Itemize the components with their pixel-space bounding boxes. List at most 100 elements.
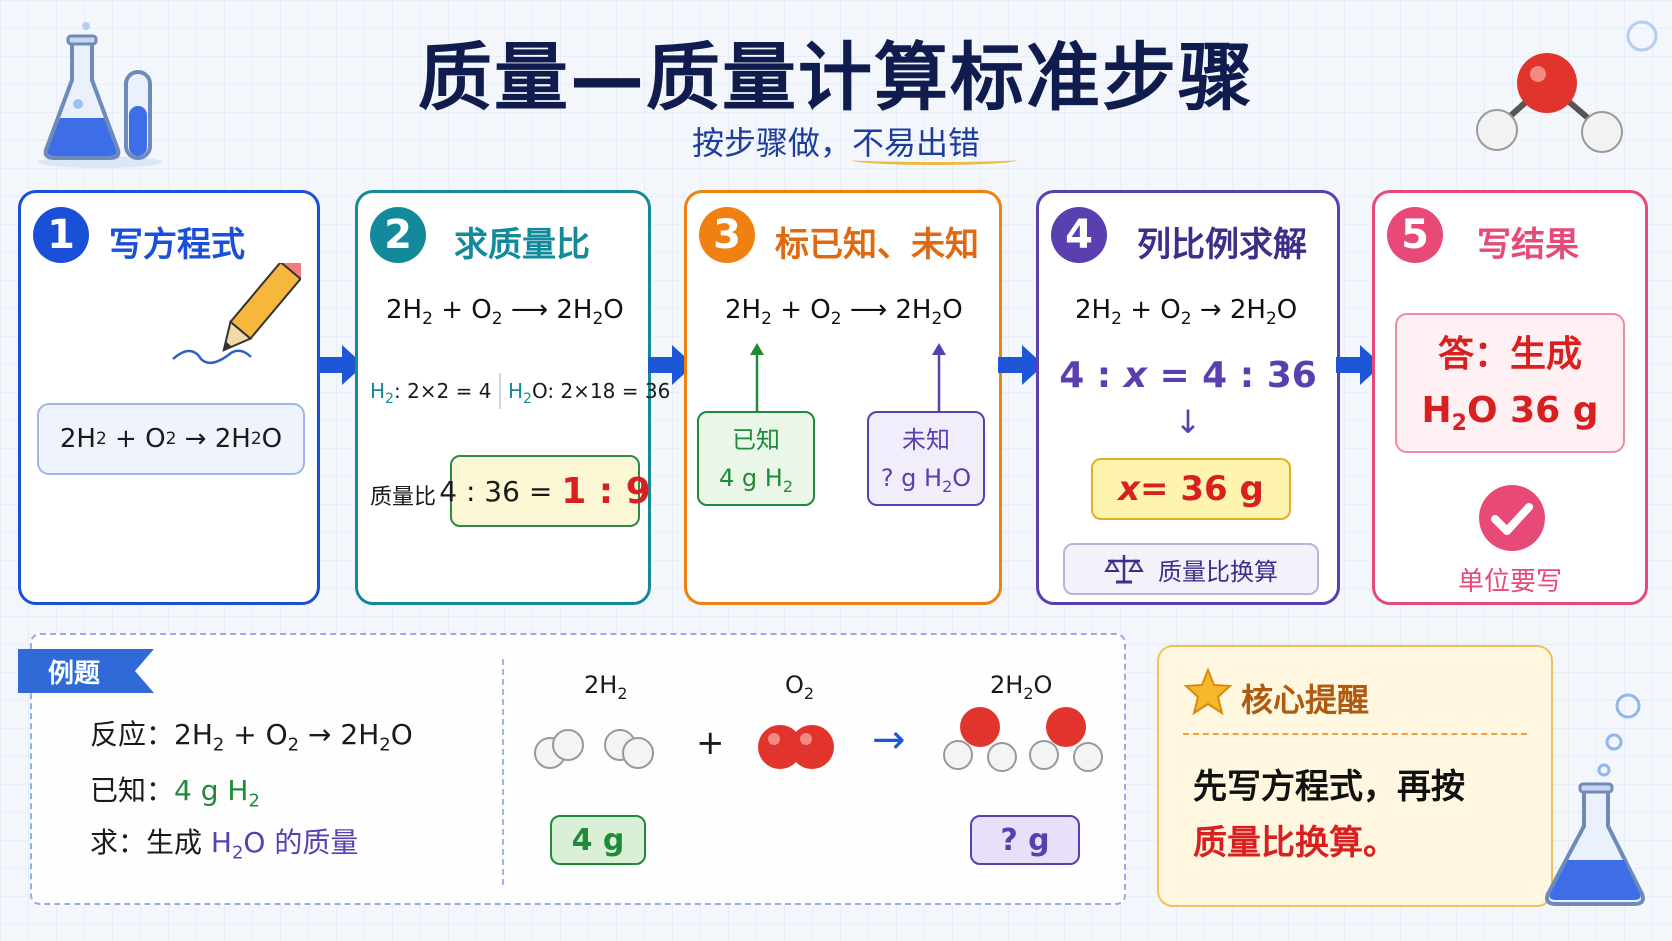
mol-term: O xyxy=(785,671,804,699)
eq-term: 2H xyxy=(174,718,213,751)
answer-box: 答：生成 H2O 36 g xyxy=(1395,313,1625,453)
label-h2: 2H2 xyxy=(584,671,628,703)
answer-line-1: 答：生成 xyxy=(1437,334,1582,375)
eq-arrow: ⟶ xyxy=(510,295,549,325)
flow-arrow-3 xyxy=(998,345,1044,385)
step-number-4: 4 xyxy=(1051,207,1107,263)
eq-plus: + xyxy=(115,424,137,454)
solution-value: = 36 g xyxy=(1140,469,1264,509)
eq-sub: 2 xyxy=(250,429,262,449)
eq-term: O xyxy=(471,295,492,325)
calc-divider xyxy=(499,373,501,409)
eq-sub: 2 xyxy=(422,309,433,330)
reminder-line-1: 先写方程式，再按 xyxy=(1193,767,1465,807)
proportion-x: x xyxy=(1123,355,1147,396)
eq-arrow: → xyxy=(1199,295,1222,325)
step4-equation: 2H2 + O2 → 2H2O xyxy=(1075,295,1297,329)
calc-sub: 2 xyxy=(385,391,394,407)
eq-sub: 2 xyxy=(95,429,107,449)
mol-sub: 2 xyxy=(617,683,628,703)
ask-term: H xyxy=(210,826,232,859)
calc-rest: : 2×2 = 4 xyxy=(393,379,492,403)
page-subtitle: 按步骤做，不易出错 xyxy=(691,124,980,162)
ask-tail: O xyxy=(243,826,266,859)
eq-term: 2H xyxy=(340,718,380,751)
flask-icon xyxy=(38,22,162,168)
conversion-label: 质量比换算 xyxy=(1158,557,1278,586)
eq-term: O xyxy=(810,295,831,325)
eq-term: O xyxy=(1160,295,1181,325)
example-known: 已知：4 g H2 xyxy=(90,769,260,812)
check-icon xyxy=(1479,485,1545,551)
ask-label: 求：生成 xyxy=(90,826,211,859)
water-molecule-icon xyxy=(1476,53,1623,153)
answer-sub: 2 xyxy=(1451,411,1467,437)
answer-term: H xyxy=(1421,390,1452,431)
solution-x: x xyxy=(1118,469,1141,509)
known-sub: 2 xyxy=(782,476,793,496)
beaker-icon xyxy=(1545,693,1645,906)
reminder-separator xyxy=(1183,733,1527,735)
calc-sub: 2 xyxy=(523,391,532,407)
unknown-label: 未知 xyxy=(902,426,950,454)
eq-plus: + xyxy=(441,295,463,325)
known-tag: 已知 4 g H2 xyxy=(697,411,815,506)
proportion-left: 4 : xyxy=(1059,355,1124,396)
unknown-tail: O xyxy=(952,464,972,492)
reminder-line-2: 质量比换算。 xyxy=(1193,823,1397,863)
unknown-pointer-arrow xyxy=(932,343,946,413)
step-title-3: 标已知、未知 xyxy=(775,225,979,265)
reaction-arrow: → xyxy=(872,717,906,763)
calc-term: H xyxy=(370,379,386,403)
reminder-text: 先写方程式，再按 质量比换算。 xyxy=(1193,759,1465,871)
known-label: 已知 xyxy=(732,426,780,454)
step3-equation: 2H2 + O2 ⟶ 2H2O xyxy=(725,295,963,329)
calc-term: H xyxy=(508,379,524,403)
step-card-4: 4 列比例求解 2H2 + O2 → 2H2O 4 : x = 4 : 36 ↓… xyxy=(1036,190,1340,605)
eq-arrow: ⟶ xyxy=(849,295,888,325)
step-card-3: 3 标已知、未知 2H2 + O2 ⟶ 2H2O 已知 4 g H2 未知 ? … xyxy=(684,190,1002,605)
step2-equation: 2H2 + O2 ⟶ 2H2O xyxy=(386,295,624,329)
eq-term: 2H xyxy=(725,295,762,325)
flow-arrow-4 xyxy=(1336,345,1382,385)
ratio-left: 4 : 36 = xyxy=(439,474,553,508)
mol-term: 2H xyxy=(584,671,618,699)
eq-term: 2H xyxy=(59,424,96,454)
proportion-right: = 4 : 36 xyxy=(1146,355,1317,396)
ratio-label: 质量比 xyxy=(370,485,437,510)
down-arrow: ↓ xyxy=(1174,403,1202,441)
eq-sub: 2 xyxy=(1180,309,1192,330)
flow-arrow-2 xyxy=(648,345,694,385)
mol-tail: O xyxy=(1033,671,1053,699)
eq-sub: 2 xyxy=(761,309,772,330)
eq-term: O xyxy=(265,718,288,751)
step-number-3: 3 xyxy=(699,207,755,263)
reaction-label: 反应： xyxy=(90,718,175,751)
step-number-1: 1 xyxy=(33,207,89,263)
step-number-2: 2 xyxy=(370,207,426,263)
known-sub: 2 xyxy=(248,790,260,812)
eq-plus: + xyxy=(233,718,257,751)
answer-line-2: H2O 36 g xyxy=(1397,383,1623,452)
example-ask: 求：生成 H2O 的质量 xyxy=(90,821,358,864)
eq-term: 2H xyxy=(214,424,251,454)
oxygen-molecule-icon xyxy=(758,725,834,769)
eq-term: 2H xyxy=(1229,295,1266,325)
eq-term: O xyxy=(1276,295,1298,325)
eq-term: O xyxy=(390,718,413,751)
example-tag: 例题 xyxy=(18,649,154,693)
step-card-2: 2 求质量比 2H2 + O2 ⟶ 2H2O H2: 2×2 = 4 H2O: … xyxy=(355,190,670,605)
example-panel: 例题 反应：2H2 + O2 → 2H2O 已知：4 g H2 求：生成 H2O… xyxy=(18,633,1126,905)
known-value: 4 g H xyxy=(174,774,249,807)
plus-sign: + xyxy=(696,723,725,763)
eq-term: O xyxy=(942,295,963,325)
solution-box: x = 36 g xyxy=(1091,458,1291,520)
eq-term: 2H xyxy=(386,295,423,325)
water-molecules-icon xyxy=(943,707,1103,772)
step-number-5: 5 xyxy=(1387,207,1443,263)
eq-sub: 2 xyxy=(830,309,842,330)
page-title: 质量—质量计算标准步骤 xyxy=(418,35,1254,121)
star-icon xyxy=(1183,667,1233,716)
eq-term: O xyxy=(603,295,624,325)
